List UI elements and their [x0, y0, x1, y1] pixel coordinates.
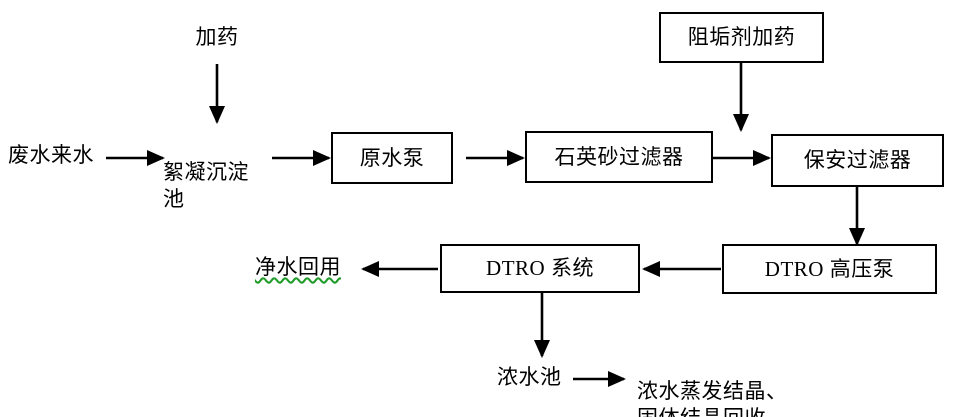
node-security-filter-label: 保安过滤器 [803, 148, 912, 173]
node-wastewater-inflow: 废水来水 [8, 142, 108, 170]
node-dosing-label: 加药 [195, 25, 239, 49]
node-evaporation-crystallization-label: 浓水蒸发结晶、 固体结晶回收 [637, 378, 788, 417]
node-raw-water-pump-label: 原水泵 [359, 145, 425, 170]
node-quartz-sand-filter-label: 石英砂过滤器 [554, 144, 684, 169]
node-dosing: 加药 [186, 24, 248, 52]
node-coagulation-sedimentation-tank-label: 絮凝沉淀 池 [163, 159, 249, 212]
node-antiscalant-dosing[interactable]: 阻垢剂加药 [659, 12, 824, 63]
node-purified-water-reuse-label: 净水回用 [255, 255, 341, 279]
node-purified-water-reuse: 净水回用 [255, 254, 359, 282]
node-raw-water-pump[interactable]: 原水泵 [331, 132, 453, 184]
node-dtro-high-pressure-pump-label: DTRO 高压泵 [764, 256, 895, 281]
node-wastewater-inflow-label: 废水来水 [8, 143, 94, 167]
node-coagulation-sedimentation-tank: 絮凝沉淀 池 [163, 131, 275, 214]
node-dtro-high-pressure-pump[interactable]: DTRO 高压泵 [722, 244, 937, 294]
node-security-filter[interactable]: 保安过滤器 [771, 134, 944, 187]
node-dtro-system[interactable]: DTRO 系统 [440, 244, 640, 293]
node-concentrate-tank: 浓水池 [497, 364, 579, 392]
node-concentrate-tank-label: 浓水池 [497, 365, 562, 389]
node-quartz-sand-filter[interactable]: 石英砂过滤器 [525, 131, 713, 183]
node-evaporation-crystallization: 浓水蒸发结晶、 固体结晶回收 [637, 350, 837, 417]
node-antiscalant-dosing-label: 阻垢剂加药 [687, 25, 796, 50]
node-dtro-system-label: DTRO 系统 [486, 256, 594, 281]
